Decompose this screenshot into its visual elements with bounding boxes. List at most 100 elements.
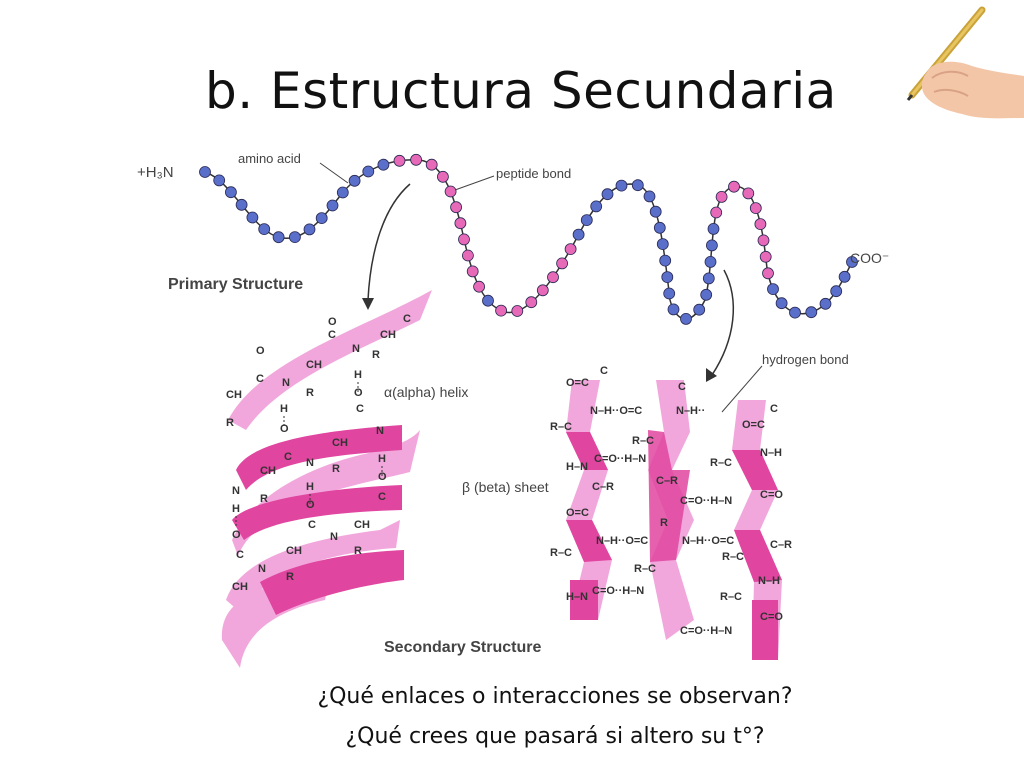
svg-text:R: R (354, 545, 362, 557)
n-terminus-label: +H₃N (137, 164, 174, 181)
svg-text:H–N: H–N (566, 591, 588, 603)
amino-acid-bead (461, 249, 474, 262)
amino-acid-bead (704, 255, 717, 268)
amino-acid-bead (706, 239, 718, 252)
question-1: ¿Qué enlaces o interacciones se observan… (317, 684, 793, 709)
amino-acid-bead (547, 271, 559, 284)
svg-text:H: H (280, 403, 288, 415)
svg-text:N: N (352, 343, 360, 355)
amino-acid-bead (444, 185, 457, 198)
hand-with-pencil-icon (872, 0, 1024, 130)
amino-acid-bead (213, 174, 226, 187)
amino-acid-bead (590, 200, 603, 213)
svg-text:N–H··O=C: N–H··O=C (590, 405, 642, 417)
hydrogen-bond-pointer (721, 365, 763, 413)
svg-text:C: C (403, 313, 411, 325)
svg-text:C=O··H–N: C=O··H–N (592, 585, 644, 597)
amino-acid-bead (775, 297, 788, 310)
amino-acid-bead (436, 170, 449, 183)
svg-text:R–C: R–C (550, 547, 572, 559)
amino-acid-beads (199, 153, 858, 325)
svg-text:C–R: C–R (592, 481, 614, 493)
amino-acid-bead (272, 231, 285, 244)
svg-text:H: H (378, 453, 386, 465)
amino-acid-bead (715, 190, 728, 203)
svg-text:R: R (260, 493, 268, 505)
svg-text:R–C: R–C (632, 435, 654, 447)
peptide-bond-label: peptide bond (496, 166, 571, 181)
svg-text:C: C (284, 451, 292, 463)
amino-acid-bead (710, 206, 723, 219)
amino-acid-chain (204, 159, 853, 320)
svg-text:C: C (256, 373, 264, 385)
amino-acid-bead (649, 205, 662, 218)
amino-acid-bead (819, 297, 832, 310)
svg-text:N: N (330, 531, 338, 543)
svg-text:H: H (354, 369, 362, 381)
svg-text:R–C: R–C (634, 563, 656, 575)
amino-acid-bead (348, 174, 361, 187)
primary-structure-label: Primary Structure (168, 276, 303, 293)
svg-text:C–R: C–R (770, 539, 792, 551)
secondary-structure-label: Secondary Structure (384, 639, 541, 656)
svg-text:C: C (770, 403, 778, 415)
svg-text:H: H (306, 481, 314, 493)
alpha-helix: C CH O C N R O C N CH R H O C CH R H O C… (221, 290, 432, 668)
svg-text:R: R (372, 349, 380, 361)
svg-text:C: C (678, 381, 686, 393)
svg-text:N–H: N–H (760, 447, 782, 459)
amino-acid-bead (767, 283, 779, 296)
amino-acid-bead (511, 305, 524, 317)
amino-acid-bead (564, 243, 577, 256)
svg-text:O: O (328, 316, 337, 328)
svg-text:CH: CH (354, 519, 370, 531)
svg-text:CH: CH (380, 329, 396, 341)
svg-text:O: O (256, 345, 265, 357)
amino-acid-bead (728, 180, 740, 193)
amino-acid-bead (667, 303, 680, 316)
svg-text:N: N (376, 425, 384, 437)
question-2: ¿Qué crees que pasará si altero su t°? (345, 724, 765, 749)
svg-text:CH: CH (232, 581, 248, 593)
svg-text:N: N (306, 457, 314, 469)
amino-acid-bead (458, 233, 470, 246)
svg-text:R–C: R–C (722, 551, 744, 563)
amino-acid-bead (830, 285, 843, 298)
svg-text:C=O··H–N: C=O··H–N (680, 625, 732, 637)
amino-acid-bead (377, 158, 390, 171)
svg-text:R: R (286, 571, 294, 583)
amino-acid-bead (580, 214, 593, 227)
svg-text:R–C: R–C (710, 457, 732, 469)
svg-text:C: C (236, 549, 244, 561)
arrow-head-sheet (706, 368, 717, 382)
amino-acid-bead (838, 270, 851, 283)
amino-acid-bead (805, 306, 818, 319)
amino-acid-bead (702, 272, 715, 285)
amino-acid-bead (326, 199, 339, 212)
amino-acid-bead (846, 256, 858, 268)
amino-acid-bead (742, 187, 755, 200)
svg-text:C: C (600, 365, 608, 377)
amino-acid-bead (663, 287, 676, 300)
svg-text:C=O: C=O (760, 611, 783, 623)
svg-text:N: N (282, 377, 290, 389)
hydrogen-bond-label: hydrogen bond (762, 352, 849, 367)
amino-acid-bead (224, 186, 237, 199)
amino-acid-bead (707, 222, 720, 235)
svg-text:O: O (378, 471, 387, 483)
svg-text:R: R (332, 463, 340, 475)
svg-text:C: C (308, 519, 316, 531)
amino-acid-bead (759, 250, 772, 263)
svg-text:R: R (226, 417, 234, 429)
svg-text:O=C: O=C (566, 377, 589, 389)
beta-sheet-label: β (beta) sheet (462, 479, 549, 495)
svg-text:N: N (258, 563, 266, 575)
svg-text:C: C (378, 491, 386, 503)
amino-acid-bead (288, 231, 301, 244)
svg-text:R–C: R–C (720, 591, 742, 603)
svg-text:O: O (354, 387, 363, 399)
amino-acid-bead (659, 254, 672, 267)
amino-acid-bead (680, 312, 692, 325)
